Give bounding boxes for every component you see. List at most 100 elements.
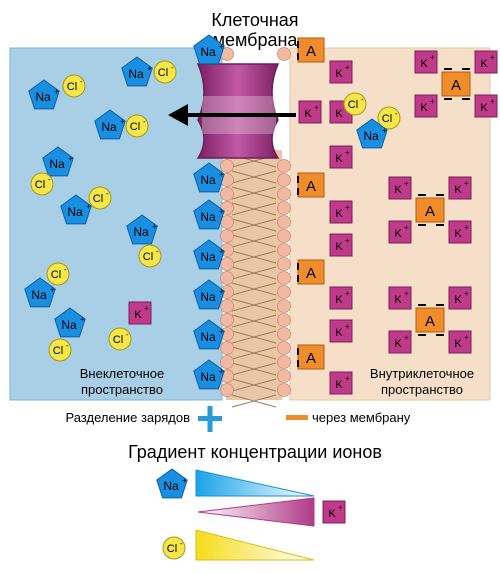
svg-text:Cl: Cl	[348, 99, 358, 111]
svg-text:+: +	[430, 53, 435, 62]
svg-text:-: -	[80, 77, 83, 86]
svg-text:K: K	[394, 184, 402, 196]
svg-text:Cl: Cl	[143, 251, 153, 263]
chloride-ion: Cl-	[46, 262, 70, 286]
svg-text:K: K	[454, 294, 462, 306]
chloride-ion: Cl-	[377, 106, 401, 130]
svg-text:Na: Na	[49, 157, 65, 171]
sodium-ion: Na+	[193, 359, 225, 390]
chloride-ion: Cl-	[108, 327, 132, 351]
svg-text:+: +	[345, 374, 350, 383]
potassium-ion: K+	[414, 94, 438, 118]
svg-text:Na: Na	[101, 120, 117, 134]
svg-text:A: A	[306, 178, 316, 195]
diagram-title-line1: Клеточная	[211, 10, 298, 30]
potassium-ion: K+	[298, 100, 322, 124]
svg-text:Na: Na	[200, 45, 216, 59]
svg-text:+: +	[404, 333, 409, 342]
membrane-anion: A	[297, 259, 325, 285]
svg-text:-: -	[126, 330, 129, 339]
na-gradient-wedge	[195, 469, 315, 497]
svg-text:+: +	[464, 289, 469, 298]
chloride-ion: Cl-	[30, 172, 54, 196]
svg-text:Na: Na	[61, 318, 77, 332]
svg-text:Cl: Cl	[67, 81, 77, 93]
svg-text:+: +	[219, 287, 224, 296]
chloride-ion: Cl-	[343, 92, 367, 116]
anion-protein: A	[441, 68, 471, 100]
svg-text:-: -	[361, 95, 364, 104]
svg-text:+: +	[490, 97, 495, 106]
svg-text:K: K	[420, 102, 428, 114]
svg-text:K: K	[394, 294, 402, 306]
svg-text:A: A	[451, 77, 461, 94]
potassium-ion: K+	[388, 176, 412, 200]
anion-protein: A	[415, 304, 445, 336]
potassium-ion: K+	[474, 94, 498, 118]
svg-text:Cl: Cl	[53, 345, 63, 357]
potassium-ion: K+	[388, 220, 412, 244]
svg-text:+: +	[120, 117, 125, 126]
svg-text:K: K	[335, 294, 343, 306]
svg-text:Cl: Cl	[113, 334, 123, 346]
svg-text:+: +	[54, 87, 59, 96]
svg-text:+: +	[404, 179, 409, 188]
cl-gradient-wedge	[195, 529, 315, 561]
diagram-title-line2: мембрана	[213, 30, 299, 50]
svg-text:+: +	[68, 154, 73, 163]
potassium-ion: K+	[448, 330, 472, 354]
membrane-anion: A	[297, 344, 325, 370]
extracellular-label-line2: пространство	[81, 382, 163, 397]
svg-text:Cl: Cl	[130, 121, 140, 133]
svg-text:-: -	[66, 341, 69, 350]
svg-text:K: K	[335, 208, 343, 220]
svg-text:+: +	[345, 289, 350, 298]
svg-text:+: +	[314, 103, 319, 112]
svg-text:+: +	[50, 285, 55, 294]
sodium-ion: Na+	[126, 214, 158, 245]
chloride-ion: Cl-	[153, 60, 177, 84]
svg-text:Na: Na	[67, 205, 83, 219]
svg-text:+: +	[382, 126, 387, 135]
svg-text:-: -	[64, 265, 67, 274]
svg-text:K: K	[335, 68, 343, 80]
svg-text:+: +	[404, 289, 409, 298]
svg-text:+: +	[345, 322, 350, 331]
plus-sign-icon	[198, 406, 222, 432]
svg-text:+: +	[147, 64, 152, 73]
svg-text:+: +	[404, 223, 409, 232]
chloride-ion: Cl-	[88, 186, 112, 210]
sodium-ion: Na+	[193, 34, 225, 65]
svg-text:Cl: Cl	[167, 543, 177, 555]
potassium-ion: K+	[448, 176, 472, 200]
sodium-ion: Na+	[28, 79, 60, 110]
sodium-ion: Na+	[193, 199, 225, 230]
svg-text:K: K	[394, 228, 402, 240]
svg-text:Na: Na	[200, 370, 216, 384]
svg-text:K: K	[335, 108, 343, 120]
sodium-ion: Na+	[94, 109, 126, 140]
svg-text:A: A	[425, 203, 435, 220]
svg-text:Na: Na	[200, 210, 216, 224]
svg-text:K: K	[394, 338, 402, 350]
svg-text:Na: Na	[163, 479, 179, 493]
svg-text:+: +	[86, 202, 91, 211]
sodium-ion: Na+	[42, 146, 74, 177]
svg-text:K: K	[335, 241, 343, 253]
svg-text:K: K	[328, 508, 336, 520]
potassium-ion: K+	[448, 286, 472, 310]
svg-text:-: -	[171, 63, 174, 72]
sodium-ion: Na+	[60, 194, 92, 225]
svg-text:Na: Na	[35, 90, 51, 104]
potassium-ion: K+	[128, 301, 152, 325]
chloride-ion: Cl-	[48, 338, 72, 362]
svg-text:+: +	[430, 97, 435, 106]
anion-protein: A	[415, 194, 445, 226]
svg-text:Na: Na	[31, 288, 47, 302]
sodium-ion: Na+	[193, 319, 225, 350]
svg-text:+: +	[219, 207, 224, 216]
svg-text:Cl: Cl	[158, 67, 168, 79]
svg-text:+: +	[490, 53, 495, 62]
svg-text:Cl: Cl	[382, 113, 392, 125]
potassium-ion: K+	[329, 233, 353, 257]
